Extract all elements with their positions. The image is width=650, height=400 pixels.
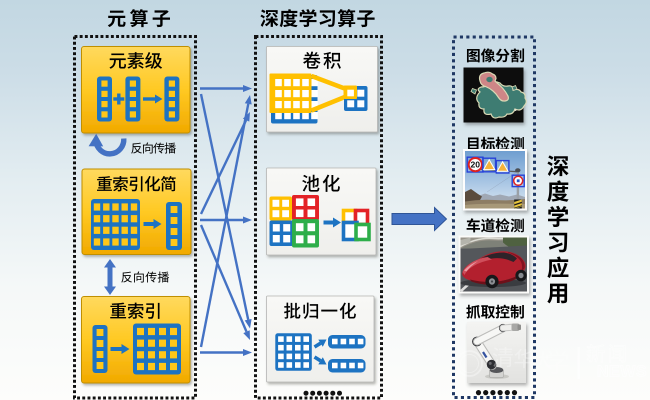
svg-text:20: 20 [471, 160, 481, 170]
svg-text:NEWS: NEWS [597, 364, 647, 381]
